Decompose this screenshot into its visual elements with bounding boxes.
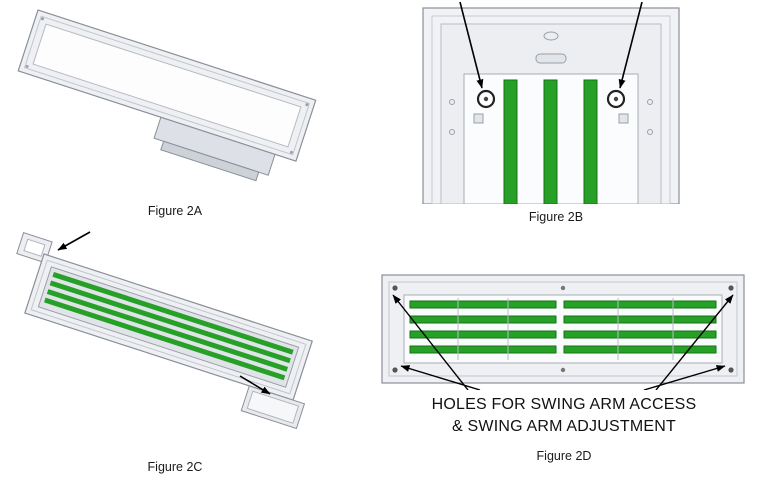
figure-2a-drawing: [17, 9, 317, 182]
figure-2d-caption: Figure 2D: [536, 449, 592, 464]
holes-annotation-line2: & SWING ARM ADJUSTMENT: [452, 417, 676, 435]
hole-arrow-top-left: [392, 294, 469, 390]
hole-arrow-bottom-right: [643, 365, 726, 390]
figure-2b-drawing: [422, 2, 680, 204]
holes-annotation: HOLES FOR SWING ARM ACCESS & SWING ARM A…: [368, 394, 760, 437]
grommet-callout-arrow-right: [618, 2, 643, 89]
figure-2c-drawing: [16, 231, 313, 430]
swing-arm-grommet-left: [476, 89, 496, 109]
figure-2d-drawing: [381, 274, 745, 390]
top-knockout-hole: [543, 31, 559, 41]
led-strips: [409, 300, 717, 354]
figure-2c-caption: Figure 2C: [147, 460, 203, 474]
swing-arm-grommet-right: [606, 89, 626, 109]
hole-arrow-bottom-left: [400, 365, 481, 390]
figure-2b-panel: Figure 2B: [410, 2, 702, 224]
end-bracket-callout-arrow: [57, 231, 91, 251]
fixture-frame-isometric: [17, 9, 317, 182]
led-strips: [503, 79, 598, 204]
led-strips: [44, 271, 294, 381]
figure-2a-panel: Figure 2A: [10, 2, 340, 218]
strip-supports: [457, 298, 674, 360]
figure-2b-caption: Figure 2B: [528, 210, 584, 224]
holes-annotation-line1: HOLES FOR SWING ARM ACCESS: [431, 396, 697, 413]
hole-arrow-top-right: [655, 294, 734, 390]
swing-arm-holes: [392, 285, 734, 373]
open-fixture-isometric: [16, 232, 313, 430]
grommet-callout-arrow-left: [459, 2, 484, 89]
figure-2a-caption: Figure 2A: [147, 204, 203, 218]
figure-2c-panel: Figure 2C: [10, 228, 340, 474]
door-callout-arrow: [239, 375, 271, 395]
hole-callout-arrows: [392, 294, 734, 390]
figure-2d-panel: HOLES FOR SWING ARM ACCESS & SWING ARM A…: [368, 270, 760, 463]
top-latch-detail: [535, 53, 567, 64]
